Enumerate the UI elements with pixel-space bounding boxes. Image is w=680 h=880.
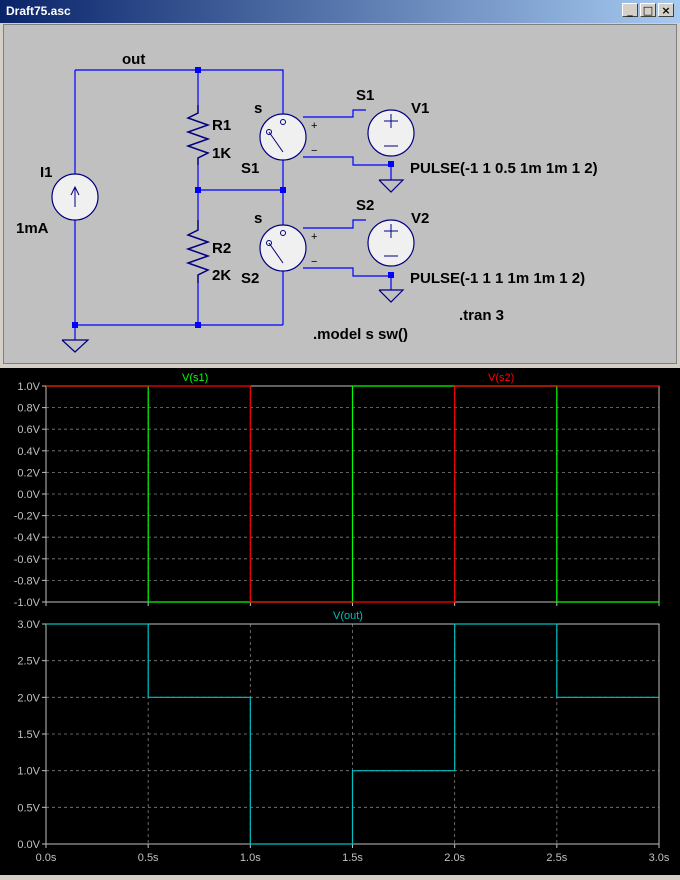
junction-dots [72, 67, 394, 328]
y-tick-label: 3.0V [17, 619, 40, 631]
y-tick-label: 0.8V [17, 403, 40, 415]
title-bar: Draft75.asc _ □ × [0, 0, 680, 23]
trace-v-out [46, 623, 659, 845]
waveform-viewer[interactable]: 1.0V 0.8V 0.6V 0.4V 0.2V 0.0V -0.2V -0.4V -0.6V -… [0, 368, 680, 875]
y-tick-label: 2.0V [17, 692, 40, 704]
tran-directive: .tran 3 [459, 307, 504, 324]
close-button[interactable]: × [658, 3, 674, 17]
y-tick-label: 0.4V [17, 446, 40, 458]
pane-splitter[interactable] [0, 364, 680, 368]
v2-value: PULSE(-1 1 1 1m 1m 1 2) [410, 270, 585, 287]
s1-minus: − [311, 145, 317, 157]
y-tick-label: 0.2V [17, 467, 40, 479]
voltage-switch-icon[interactable] [259, 224, 307, 272]
voltage-source-icon[interactable] [367, 109, 415, 157]
current-source-icon[interactable] [51, 173, 99, 221]
schematic-canvas[interactable]: out I1 1mA R1 1K R2 2K s S1 s S2 S1 S2 V… [3, 24, 677, 364]
v1-name: V1 [411, 100, 429, 117]
schematic-drawing: out I1 1mA R1 1K R2 2K s S1 s S2 S1 S2 V… [16, 51, 598, 353]
maximize-button[interactable]: □ [640, 3, 656, 17]
trace-v-s1 [46, 385, 659, 603]
model-directive: .model s sw() [313, 326, 408, 343]
x-tick-label: 2.0s [444, 852, 465, 864]
y-tick-label: 1.0V [17, 766, 40, 778]
s2-minus: − [311, 256, 317, 268]
x-tick-label: 3.0s [649, 852, 670, 864]
i1-name: I1 [40, 164, 53, 181]
x-tick-label: 0.0s [36, 852, 57, 864]
s2-model: s [254, 210, 262, 227]
legend-v-out: V(out) [333, 610, 363, 622]
s2-plus: + [311, 231, 317, 243]
plot-pane-output-voltage: 3.0V 2.5V 2.0V 1.5V 1.0V 0.5V 0.0V0.0s 0.5s 1.0s… [17, 610, 670, 864]
y-tick-label: -1.0V [14, 597, 41, 609]
s2-name: S2 [241, 270, 259, 287]
s1-plus: + [311, 120, 317, 132]
wires [74, 69, 392, 340]
minimize-button[interactable]: _ [622, 3, 638, 17]
waveform-plots: 1.0V 0.8V 0.6V 0.4V 0.2V 0.0V -0.2V -0.4V -0.6V -… [14, 372, 670, 864]
s1-net-label: S1 [356, 87, 374, 104]
resistor-icon[interactable] [185, 220, 211, 283]
x-tick-label: 1.0s [240, 852, 261, 864]
r1-name: R1 [212, 117, 231, 134]
y-tick-label: 0.6V [17, 424, 40, 436]
y-tick-label: 0.0V [17, 839, 40, 851]
s1-model: s [254, 100, 262, 117]
x-tick-label: 1.5s [342, 852, 363, 864]
y-tick-label: -0.4V [14, 532, 41, 544]
r2-name: R2 [212, 240, 231, 257]
s1-name: S1 [241, 160, 259, 177]
y-tick-label: -0.8V [14, 575, 41, 587]
legend-v-s1: V(s1) [182, 372, 208, 384]
y-tick-label: -0.6V [14, 554, 41, 566]
ground-icon [61, 179, 405, 353]
s2-net-label: S2 [356, 197, 374, 214]
i1-value: 1mA [16, 220, 49, 237]
voltage-source-icon[interactable] [367, 219, 415, 267]
resistor-icon[interactable] [185, 105, 211, 165]
plot-pane-switch-voltages: 1.0V 0.8V 0.6V 0.4V 0.2V 0.0V -0.2V -0.4V -0.6V -… [14, 372, 660, 609]
y-tick-label: 2.5V [17, 656, 40, 668]
r2-value: 2K [212, 267, 231, 284]
v2-name: V2 [411, 210, 429, 227]
legend-v-s2: V(s2) [488, 372, 514, 384]
y-tick-label: -0.2V [14, 511, 41, 523]
x-tick-label: 0.5s [138, 852, 159, 864]
y-tick-label: 0.5V [17, 802, 40, 814]
window-title: Draft75.asc [6, 4, 71, 18]
v1-value: PULSE(-1 1 0.5 1m 1m 1 2) [410, 160, 598, 177]
voltage-switch-icon[interactable] [259, 113, 307, 161]
r1-value: 1K [212, 145, 231, 162]
trace-v-s2 [46, 385, 659, 603]
y-tick-label: 1.5V [17, 729, 40, 741]
x-tick-label: 2.5s [546, 852, 567, 864]
y-tick-label: 1.0V [17, 381, 40, 393]
net-label-out: out [122, 51, 145, 68]
y-tick-label: 0.0V [17, 489, 40, 501]
